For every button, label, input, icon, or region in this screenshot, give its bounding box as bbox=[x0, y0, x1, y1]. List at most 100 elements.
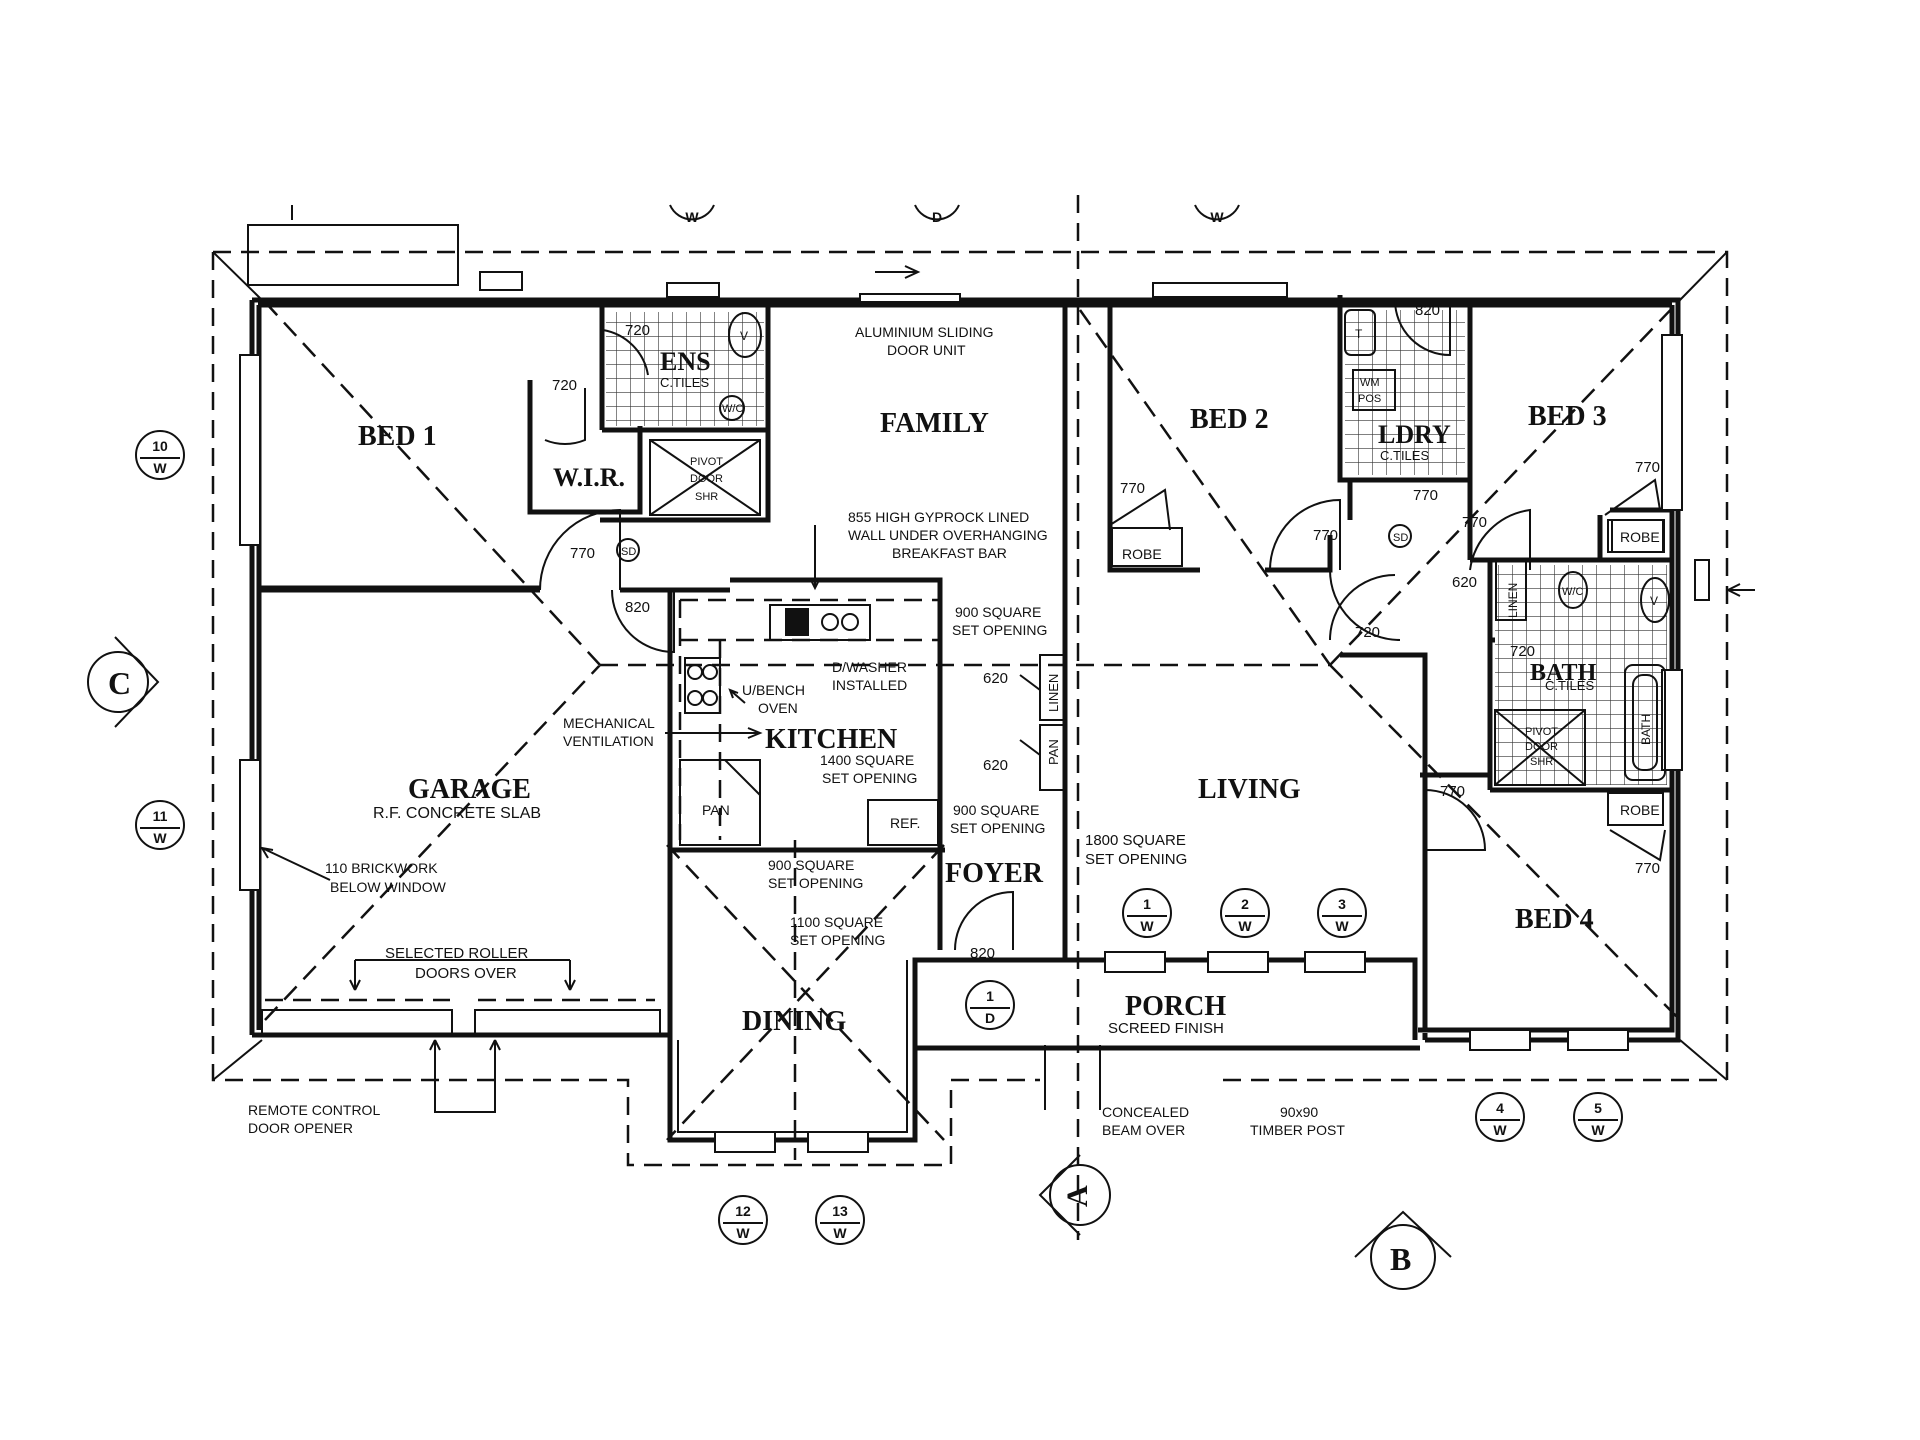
window-tag-type: W bbox=[1210, 209, 1224, 225]
window-tag-number: 4 bbox=[1496, 1100, 1504, 1116]
door-width: 720 bbox=[625, 322, 650, 339]
section-letter: A bbox=[1061, 1185, 1094, 1207]
note-sliding-door: ALUMINIUM SLIDING bbox=[855, 324, 993, 340]
section-marker-a: A bbox=[1038, 1154, 1111, 1236]
note-set-opening: SET OPENING bbox=[1085, 851, 1187, 868]
window-tag-type: W bbox=[833, 1225, 847, 1241]
note-concealed-beam: CONCEALED bbox=[1102, 1104, 1189, 1120]
note-set-opening: SET OPENING bbox=[822, 770, 917, 786]
sliding-arrow-icon bbox=[875, 265, 921, 279]
pantry-label: PAN bbox=[1046, 739, 1061, 765]
wc-label: W/C bbox=[1562, 586, 1583, 598]
garage-parapet bbox=[247, 224, 459, 286]
window-tag-type: W bbox=[1591, 1122, 1605, 1138]
vanity-label: V bbox=[1650, 594, 1658, 608]
room-label-family: FAMILY bbox=[880, 408, 989, 439]
entry-arrow-icon bbox=[1725, 583, 1755, 597]
note-sliding-door: DOOR UNIT bbox=[887, 342, 966, 358]
roof-eaves-outline bbox=[211, 250, 1729, 1167]
room-label-bed1: BED 1 bbox=[358, 421, 437, 452]
ldry-tiles bbox=[1345, 310, 1465, 475]
note-set-opening: 1100 SQUARE bbox=[790, 914, 883, 930]
door-width: 820 bbox=[970, 945, 995, 962]
fridge-label: REF. bbox=[890, 815, 920, 831]
window-tag-top-left: W bbox=[669, 204, 715, 225]
door-width: 620 bbox=[1452, 574, 1477, 591]
cooktop bbox=[684, 657, 721, 714]
window-tag-5: 5 W bbox=[1573, 1092, 1623, 1142]
window-tag-13: 13 W bbox=[815, 1195, 865, 1245]
window-tag-12: 12 W bbox=[718, 1195, 768, 1245]
garage-slab-note: R.F. CONCRETE SLAB bbox=[373, 805, 541, 822]
note-dishwasher: INSTALLED bbox=[832, 677, 907, 693]
note-set-opening: 900 SQUARE bbox=[953, 802, 1039, 818]
note-dishwasher: D/WASHER bbox=[832, 659, 907, 675]
robe-label: ROBE bbox=[1620, 802, 1660, 818]
wc-label: W/C bbox=[722, 403, 743, 415]
room-label-bed3: BED 3 bbox=[1528, 401, 1607, 432]
section-letter: C bbox=[108, 665, 131, 701]
vanity-label: V bbox=[740, 329, 748, 343]
pivot-door-label: DOOR bbox=[690, 473, 723, 485]
window-tag-11: 11 W bbox=[135, 800, 185, 850]
window-tag-number: 3 bbox=[1338, 896, 1346, 912]
door-width: 770 bbox=[1413, 487, 1438, 504]
smoke-detector-label: SD bbox=[621, 546, 636, 558]
door-width: 620 bbox=[983, 757, 1008, 774]
room-label-ldry: LDRY bbox=[1378, 420, 1451, 449]
door-tag-number: 1 bbox=[986, 988, 994, 1004]
leader-arrow-icon bbox=[809, 525, 821, 591]
bath-tiles bbox=[1495, 565, 1667, 785]
note-roller-doors: SELECTED ROLLER bbox=[385, 945, 529, 962]
pantry-label: PAN bbox=[702, 802, 730, 818]
room-label-wir: W.I.R. bbox=[553, 463, 625, 492]
window-tag-3: 3 W bbox=[1317, 888, 1367, 938]
door-tag-type: D bbox=[932, 209, 942, 225]
note-oven: OVEN bbox=[758, 700, 798, 716]
washing-machine-label: WM bbox=[1360, 377, 1380, 389]
windows bbox=[239, 282, 1710, 1153]
window-tag-type: W bbox=[153, 830, 167, 846]
pivot-door-label: PIVOT bbox=[690, 456, 723, 468]
linen-label: LINEN bbox=[1506, 583, 1520, 618]
note-breakfast-wall: WALL UNDER OVERHANGING bbox=[848, 527, 1048, 543]
window-tag-number: 10 bbox=[152, 438, 168, 454]
note-remote-opener: DOOR OPENER bbox=[248, 1120, 353, 1136]
room-label-living: LIVING bbox=[1198, 774, 1301, 805]
leader-arrow-icon bbox=[260, 846, 331, 881]
window-tag-number: 5 bbox=[1594, 1100, 1602, 1116]
pivot-door-label: SHR bbox=[695, 491, 718, 503]
leader-arrow-icon bbox=[665, 727, 763, 739]
window-tag-top-right: W bbox=[1194, 204, 1240, 225]
leader-line bbox=[1044, 1045, 1101, 1110]
door-width: 770 bbox=[1440, 783, 1465, 800]
pivot-door-label: SHR bbox=[1530, 756, 1553, 768]
door-width: 770 bbox=[1635, 860, 1660, 877]
sink-drain bbox=[821, 613, 839, 631]
window-tag-number: 1 bbox=[1143, 896, 1151, 912]
door-tag-top: D bbox=[914, 204, 960, 225]
door-width: 820 bbox=[625, 599, 650, 616]
door-tag-type: D bbox=[985, 1010, 995, 1026]
ldry-fixtures bbox=[1111, 309, 1665, 567]
window-tag-type: W bbox=[736, 1225, 750, 1241]
room-label-bath: BATH bbox=[1530, 660, 1597, 686]
window-tag-type: W bbox=[1140, 918, 1154, 934]
note-oven: U/BENCH bbox=[742, 682, 805, 698]
room-label-bed4: BED 4 bbox=[1515, 904, 1594, 935]
window-tag-type: W bbox=[1335, 918, 1349, 934]
window-tag-2: 2 W bbox=[1220, 888, 1270, 938]
note-set-opening: 900 SQUARE bbox=[955, 604, 1041, 620]
smoke-detector-icon bbox=[616, 538, 640, 562]
note-set-opening: 1400 SQUARE bbox=[820, 752, 914, 768]
window-tag-type: W bbox=[153, 460, 167, 476]
room-label-foyer: FOYER bbox=[945, 858, 1044, 889]
section-marker-b: B bbox=[1354, 1210, 1452, 1290]
roller-doors bbox=[261, 959, 661, 1113]
tub-label: T bbox=[1355, 327, 1363, 341]
window-tag-4: 4 W bbox=[1475, 1092, 1525, 1142]
window-tag-10: 10 W bbox=[135, 430, 185, 480]
door-width: 770 bbox=[1120, 480, 1145, 497]
kitchen-benches bbox=[678, 598, 1066, 846]
